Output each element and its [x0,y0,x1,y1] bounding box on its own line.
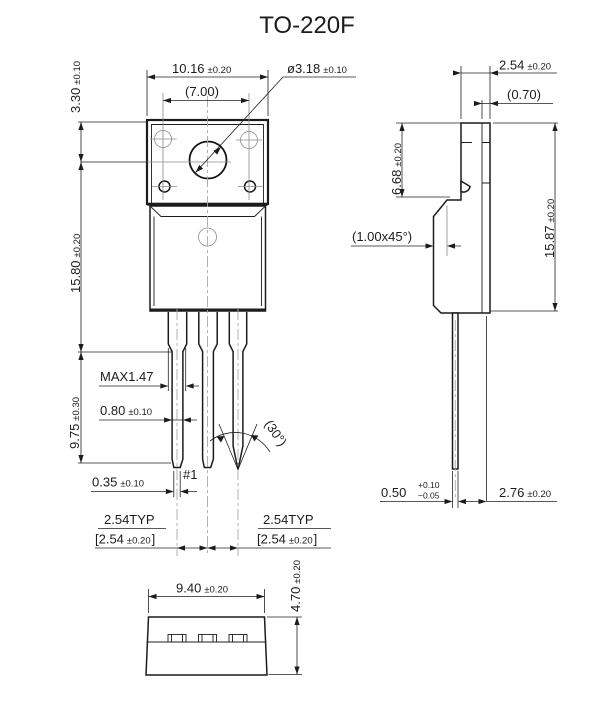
dim-hole-pitch-label: (7.00) [185,84,219,99]
dim-chamfer: (1.00x45°) [351,229,461,249]
pitch-typ-left-label: 2.54TYP [104,512,155,527]
pitch-typ-right-label: 2.54TYP [263,512,314,527]
dim-height-label: 15.87±0.20 [542,199,557,258]
pin1-label: #1 [183,467,197,482]
lead-2 [198,312,218,469]
dim-lead-thickness: 0.50 +0.10 −0.05 2.76±0.20 [380,316,557,508]
dim-bottom-depth-label: 4.70±0.20 [288,560,303,612]
dim-bottom-depth: 4.70±0.20 [267,560,303,675]
dim-height: 15.87±0.20 [490,122,558,312]
dim-lead-shoulder: MAX1.47 [99,348,199,391]
dim-hole-center-label: 6.68±0.20 [389,143,404,195]
dim-lead-width-label: 0.80±0.10 [100,403,152,418]
dim-lead-thickness-tol-minus: −0.05 [418,491,440,501]
dim-total-thickness: 2.54±0.20 [453,58,557,119]
dim-hole-dia-label: ø3.18±0.10 [287,61,347,76]
dim-standoff-label: 2.76±0.20 [499,485,551,500]
dim-width-label: 10.16±0.20 [172,61,231,76]
dim-bottom-width: 9.40±0.20 [148,581,265,613]
dim-hole-pitch: (7.00) [163,84,249,104]
page-title: TO-220F [259,12,355,39]
dim-tab-thickness: (0.70) [474,87,553,119]
front-view: 10.16±0.20 (7.00) ø3.18±0.10 3.30±0.10 [67,61,356,556]
side-hole-dimple [460,179,471,193]
dim-chamfer-label: (1.00x45°) [352,229,412,244]
dim-tab-thickness-label: (0.70) [507,87,541,102]
dim-bottom-width-label: 9.40±0.20 [176,581,228,596]
dim-hole-dia: ø3.18±0.10 [195,61,356,173]
center-mount-hole [188,140,228,180]
side-view: 2.54±0.20 (0.70) 6.68±0.20 (1.00x45°) [351,58,558,508]
dim-tab-offset-label: 3.30±0.10 [68,61,83,113]
dim-tip-width-label: 0.35±0.10 [92,475,144,490]
pitch-ref-left-label: [2.54±0.20] [95,532,155,547]
pitch-ref-right-label: [2.54±0.20] [257,532,317,547]
dim-body-length-label: 15.80±0.20 [68,234,83,293]
dim-lead-thickness-label: 0.50 [381,485,406,500]
dim-lead-pitch: 2.54TYP [2.54±0.20] 2.54TYP [2.54±0.20] [95,512,331,551]
bottom-view: 9.40±0.20 4.70±0.20 [145,560,303,676]
bottom-lead-sections [167,634,248,643]
dim-total-thickness-label: 2.54±0.20 [499,58,551,73]
dim-lead-shoulder-label: MAX1.47 [100,369,153,384]
dim-hole-center: 6.68±0.20 [389,122,461,198]
dim-lead-thickness-tol-plus: +0.10 [418,480,440,490]
bottom-package-outline [145,616,268,676]
dim-lead-length: 9.75±0.30 [67,352,171,464]
lead-1 [167,312,188,469]
dim-tab-offset: 3.30±0.10 [68,61,147,163]
dim-body-length: 15.80±0.20 [68,162,172,353]
dim-tip-angle: (30°) [209,417,291,470]
dim-lead-length-label: 9.75±0.30 [67,397,82,449]
dim-lead-width: 0.80±0.10 [99,403,197,423]
dim-tip-width: 0.35±0.10 [91,471,197,497]
dim-width: 10.16±0.20 [146,61,269,116]
dim-tip-angle-label: (30°) [262,417,291,449]
side-package-outline [432,122,491,498]
